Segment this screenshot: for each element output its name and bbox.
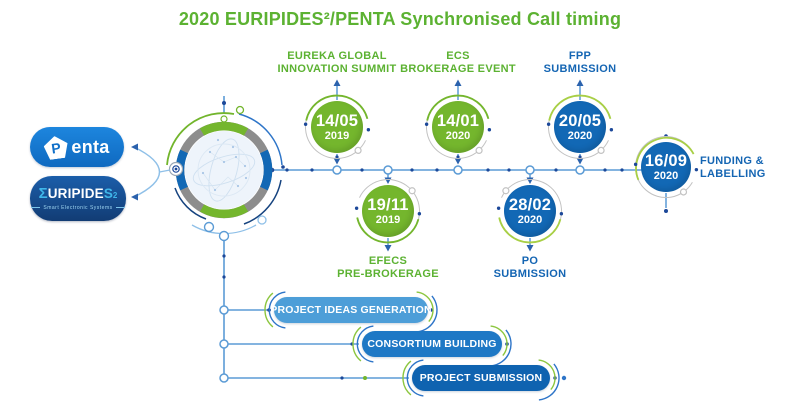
penta-pentagon-icon: P [43, 134, 70, 160]
event-ring-ecs-brokerage [424, 94, 492, 159]
event-year: 2020 [567, 130, 593, 142]
event-label-efecs-pre-brokerage: EFECS PRE-BROKERAGE [337, 255, 439, 280]
event-connectors-fpp-submission [575, 79, 585, 175]
event-date: 14/05 [315, 112, 359, 130]
event-label-funding-labelling: FUNDING & LABELLING [700, 155, 766, 180]
phase-consortium-building: CONSORTIUM BUILDING [362, 331, 502, 357]
arrow-to-euripides-icon [131, 193, 138, 201]
event-year: 2019 [375, 214, 401, 226]
event-label-po-submission: PO SUBMISSION [493, 255, 567, 280]
globe-graphic [166, 105, 283, 242]
event-connectors-ecs-brokerage [453, 79, 463, 175]
arrow-to-penta-icon [131, 143, 138, 151]
phase-decor-project-submission [219, 359, 560, 401]
event-ring-efecs-pre-brokerage [354, 179, 422, 244]
tagline-rule [115, 207, 125, 208]
logo-connector [131, 143, 171, 201]
event-year: 2020 [517, 214, 543, 226]
event-date: 28/02 [508, 196, 552, 214]
penta-logo: P enta [30, 127, 124, 167]
event-ring-po-submission [496, 179, 564, 244]
euripides-tagline-row: Smart Electronic Systems [31, 204, 125, 211]
event-ring-fpp-submission [546, 94, 614, 159]
globe-nodes [168, 105, 267, 242]
event-label-eureka-summit: EUREKA GLOBAL INNOVATION SUMMIT [277, 50, 397, 75]
page-title: 2020 EURIPIDES²/PENTA Synchronised Call … [178, 9, 622, 29]
event-year: 2019 [324, 130, 350, 142]
tagline-rule [31, 207, 41, 208]
event-label-ecs-brokerage: ECS BROKERAGE EVENT [400, 50, 516, 75]
euripides-tagline: Smart Electronic Systems [43, 204, 113, 211]
event-connectors-po-submission [525, 165, 535, 252]
phase-project-submission: PROJECT SUBMISSION [412, 365, 550, 391]
event-date: 19/11 [367, 196, 409, 214]
penta-logo-text: enta [71, 136, 110, 157]
phase-decor-project-ideas-generation [219, 291, 438, 333]
phase-decor-consortium-building [219, 325, 512, 367]
event-date: 16/09 [644, 152, 688, 170]
event-date: 14/01 [436, 112, 480, 130]
event-label-fpp-submission: FPP SUBMISSION [543, 50, 617, 75]
event-year: 2020 [653, 170, 679, 182]
phase-project-ideas-generation: PROJECT IDEAS GENERATION [270, 297, 432, 323]
event-ring-eureka-summit [303, 94, 371, 159]
event-date: 20/05 [558, 112, 602, 130]
event-ring-funding-labelling [633, 136, 699, 199]
event-year: 2020 [445, 130, 471, 142]
globe-network-dots [201, 138, 248, 192]
